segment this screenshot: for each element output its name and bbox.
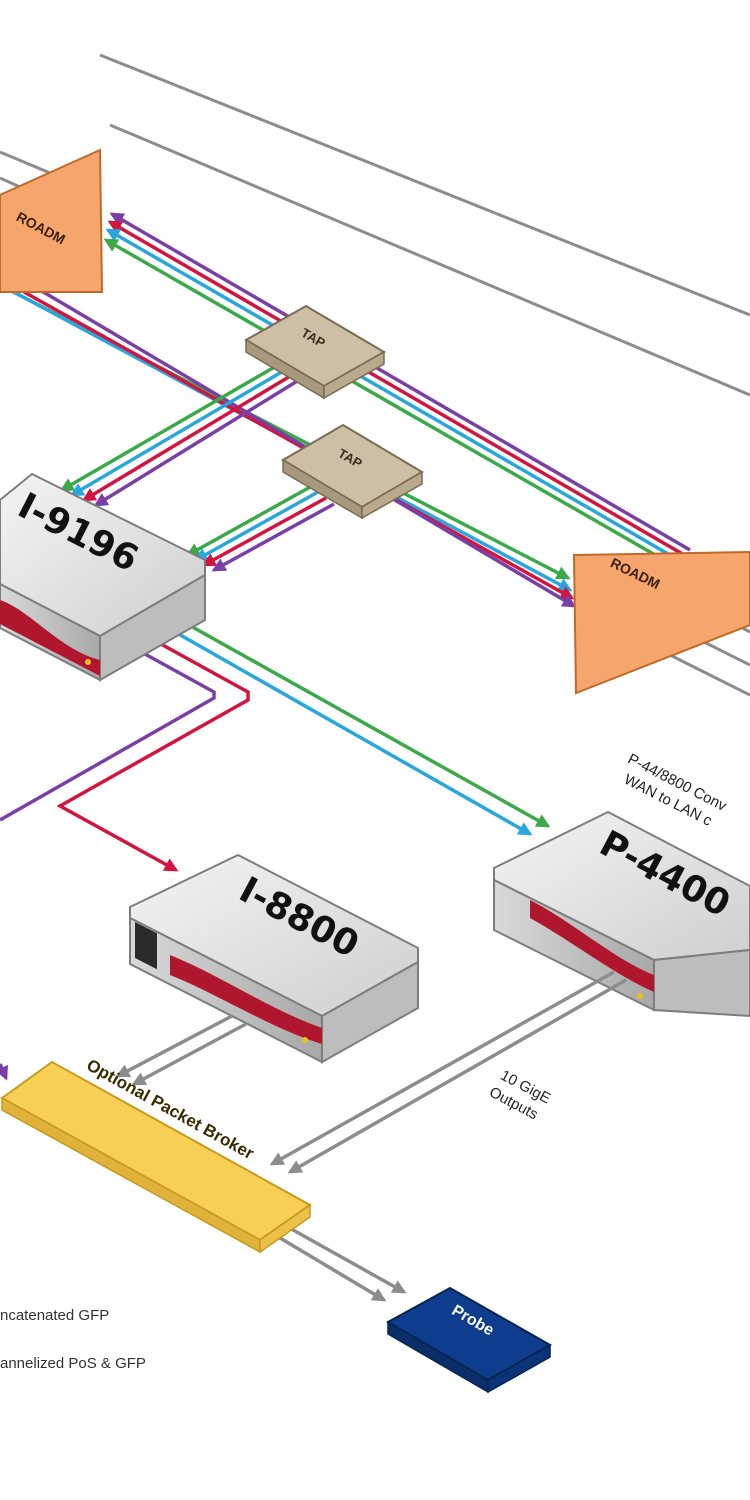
tap-bottom-monitor-links [185,484,335,572]
device-i8800: I-8800 [129,853,419,1064]
probe: Probe [385,1286,553,1394]
roadm-right: ROADM [572,550,750,695]
tap-top-monitor-links [59,363,300,507]
device-p4400: P-4400 [493,810,750,1018]
tap-top: TAP [244,304,386,400]
packet-broker: Optional Packet Broker [0,1055,312,1254]
upper-wdm-bundle [103,212,691,570]
gige-output-links [115,970,627,1302]
p4400-caption: P-44/8800 Conv WAN to LAN c [621,750,729,830]
legend: ncatenated GFP annelized PoS & GFP [0,1307,146,1372]
device-i9196: I-9196 [0,472,206,682]
tap-bottom: TAP [281,423,424,520]
legend-item-concatenated: ncatenated GFP [0,1307,109,1324]
purple-link-fragment [0,1063,9,1081]
i9196-output-links [0,618,551,872]
legend-item-channelized: annelized PoS & GFP [0,1355,146,1372]
outputs-caption: 10 GigE Outputs [486,1067,553,1123]
roadm-left: ROADM [0,148,104,293]
